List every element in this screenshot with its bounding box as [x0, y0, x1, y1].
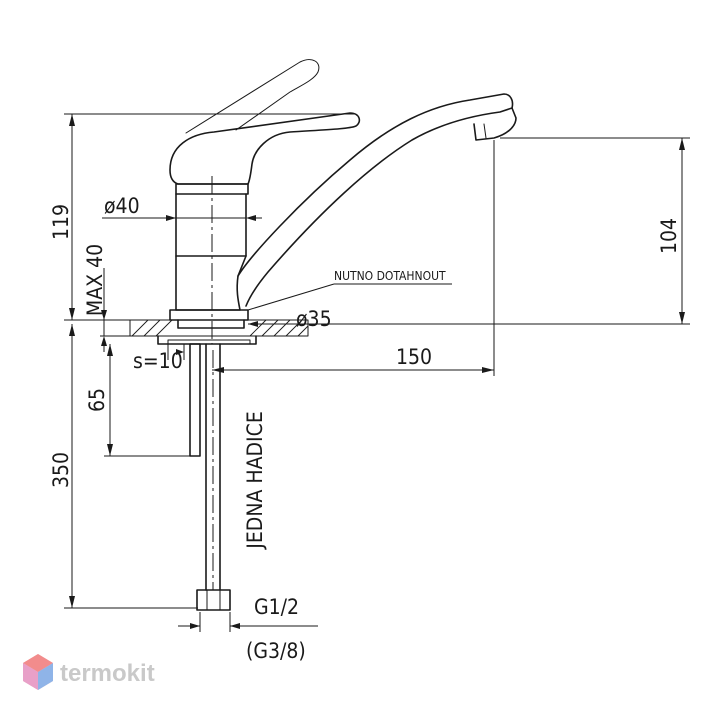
dim-119: 119 [49, 204, 73, 240]
termokit-logo-icon [23, 654, 53, 690]
body-upper [175, 193, 247, 257]
countertop-section [129, 319, 309, 345]
body-cap [175, 183, 249, 195]
watermark: termokit [23, 654, 155, 690]
dim-thread-g12: G1/2 [254, 595, 299, 619]
flexible-hose [205, 343, 221, 591]
dim-thread-g38: (G3/8) [246, 639, 306, 663]
hose-nut [196, 589, 231, 611]
dimension-lines [64, 113, 690, 632]
label-hose: JEDNA HADICE [243, 411, 267, 549]
lever-raised-outline [185, 59, 320, 134]
mounting-nut [157, 335, 257, 345]
stud-and-hose [189, 343, 231, 611]
spout-aerator [473, 107, 517, 141]
dimension-texts: 119 MAX 40 ø40 104 ø35 150 s=10 65 350 G… [49, 194, 681, 663]
watermark-brand: termokit [60, 660, 155, 687]
dim-max-40: MAX 40 [83, 244, 107, 316]
lever-handle [169, 112, 361, 185]
dim-150: 150 [396, 345, 432, 369]
base-ring [169, 309, 249, 321]
threaded-stud [189, 343, 201, 457]
dim-diameter-35: ø35 [296, 307, 332, 331]
dim-diameter-40: ø40 [104, 194, 140, 218]
note-tighten: NUTNO DOTAHNOUT [334, 269, 446, 283]
dim-s-10: s=10 [133, 349, 183, 373]
dim-65: 65 [85, 388, 109, 412]
dim-104: 104 [657, 218, 681, 254]
dim-350: 350 [49, 452, 73, 488]
body-lower [175, 255, 247, 311]
faucet-outline [169, 59, 517, 329]
center-lines [211, 176, 214, 590]
